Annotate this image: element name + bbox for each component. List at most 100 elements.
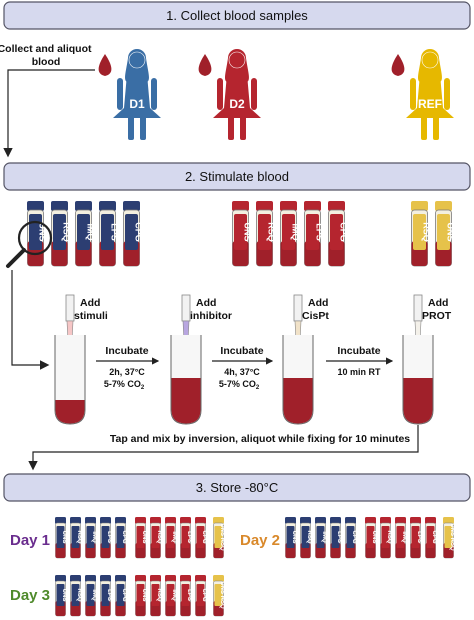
small-tube-cap <box>165 517 176 524</box>
tube-cap <box>51 201 68 211</box>
small-tube-band <box>181 584 190 606</box>
small-tube-cap <box>165 575 176 582</box>
incubate-subscript: 2 <box>141 385 145 391</box>
person-dress <box>406 74 454 118</box>
person-leg-right <box>140 116 146 140</box>
test-tube-blood <box>55 400 85 424</box>
tube-label-band <box>306 214 319 250</box>
test-tube-blood <box>403 378 433 424</box>
small-tube-cap <box>365 517 376 524</box>
small-tube-band <box>86 526 95 548</box>
stim-tube-2-uns: UNS <box>435 201 456 267</box>
fix-note: Tap and mix by inversion, aliquot while … <box>110 433 410 445</box>
small-tube-cap <box>85 517 96 524</box>
collect-label-line1: Collect and aliquot <box>0 43 92 55</box>
small-tube-label: RSQ <box>156 588 162 601</box>
add-label-line1: Add <box>428 297 448 309</box>
store-tube-3-blue-imq: IMQ <box>85 575 97 617</box>
small-tube-label: RSQ <box>156 530 162 543</box>
small-tube-band <box>396 526 405 548</box>
small-tube-band <box>86 584 95 606</box>
small-tube-band <box>71 584 80 606</box>
store-tube-1-red-lps: LPS <box>180 517 192 559</box>
tube-label: UNS <box>243 222 253 241</box>
small-tube-cap <box>100 575 111 582</box>
incubate-condition-1: 10 min RT <box>337 367 381 377</box>
store-tube-3-red-imq: IMQ <box>165 575 177 617</box>
store-tube-2-blue-imq: IMQ <box>315 517 327 559</box>
person-dress <box>113 74 161 118</box>
small-tube-label: LPS <box>106 589 112 601</box>
small-tube-cap <box>150 517 161 524</box>
small-tube-label: RSQ <box>386 530 392 543</box>
tube-cap <box>435 201 452 211</box>
store-tube-1-blue-rsq: RSQ <box>70 517 82 559</box>
store-tube-1-blue-imq: IMQ <box>85 517 97 559</box>
small-tube-band <box>426 526 435 548</box>
small-tube-label: UNS <box>371 531 377 544</box>
small-tube-cap <box>330 517 341 524</box>
small-tube-cap <box>300 517 311 524</box>
donor-ref: REF <box>391 49 454 140</box>
add-label-line2: inhibitor <box>190 310 232 322</box>
add-label-line2: stimuli <box>74 310 108 322</box>
stim-tube-0-uns: UNS <box>27 201 48 267</box>
donor-d1: D1 <box>98 49 161 140</box>
tube-label-band <box>413 214 426 250</box>
small-tube-cap <box>85 575 96 582</box>
step2-header: 2. Stimulate blood <box>3 162 471 191</box>
incubate-title: Incubate <box>337 345 380 357</box>
person-arm-right <box>444 78 450 110</box>
store-tube-3-ref: UNS RSQ <box>213 575 225 617</box>
tube-cap <box>99 201 116 211</box>
incubate-condition-2: 5-7% CO2 <box>219 379 260 391</box>
small-tube-cap <box>135 575 146 582</box>
small-tube-band <box>411 526 420 548</box>
add-label-line1: Add <box>196 297 216 309</box>
magnifier-icon <box>6 220 53 268</box>
small-tube-band <box>101 584 110 606</box>
small-tube-label: IMQ <box>171 589 177 601</box>
pipette-icon <box>65 294 75 322</box>
small-tube-cap <box>285 517 296 524</box>
tube-label-band <box>437 214 450 250</box>
tube-label-band <box>330 214 343 250</box>
collect-label-line2: blood <box>32 56 61 68</box>
small-tube-cap <box>315 517 326 524</box>
incubate-condition-1: 2h, 37°C <box>109 367 145 377</box>
day-label-1: Day 1 <box>10 532 50 549</box>
tube-cap <box>27 201 44 211</box>
small-tube-label: UNS <box>141 531 147 544</box>
small-tube-cap <box>410 517 421 524</box>
store-tube-2-ref: UNS RSQ <box>443 517 455 559</box>
person-arm-left <box>117 78 123 110</box>
store-tube-3-red-lps: LPS <box>180 575 192 617</box>
tube-label-band <box>125 214 138 250</box>
small-tube-cap <box>135 517 146 524</box>
tube-cap <box>232 201 249 211</box>
test-tube-blood <box>171 378 201 424</box>
store-tube-1-red-rsq: RSQ <box>150 517 162 559</box>
small-tube-label: LPS <box>186 531 192 543</box>
small-tube-band <box>136 526 145 548</box>
store-tube-2-blue-lps: LPS <box>330 517 342 559</box>
store-tube-1-red-uns: UNS <box>135 517 147 559</box>
tube-label-band <box>53 214 66 250</box>
store-tube-2-red-cpg: CPG <box>425 517 437 559</box>
small-tube-band <box>346 526 355 548</box>
small-tube-cap <box>345 517 356 524</box>
small-tube-label: CPG <box>201 588 207 601</box>
person-arm-right <box>251 78 257 110</box>
small-tube-cap <box>70 517 81 524</box>
small-tube-band <box>366 526 375 548</box>
small-tube-band <box>196 584 205 606</box>
small-tube-band <box>286 526 295 548</box>
stim-tube-0-lps: LPS <box>99 201 120 267</box>
small-tube-cap <box>115 517 126 524</box>
stim-tube-1-uns: UNS <box>232 201 253 267</box>
store-tube-1-blue-uns: UNS <box>55 517 67 559</box>
small-tube-band <box>316 526 325 548</box>
